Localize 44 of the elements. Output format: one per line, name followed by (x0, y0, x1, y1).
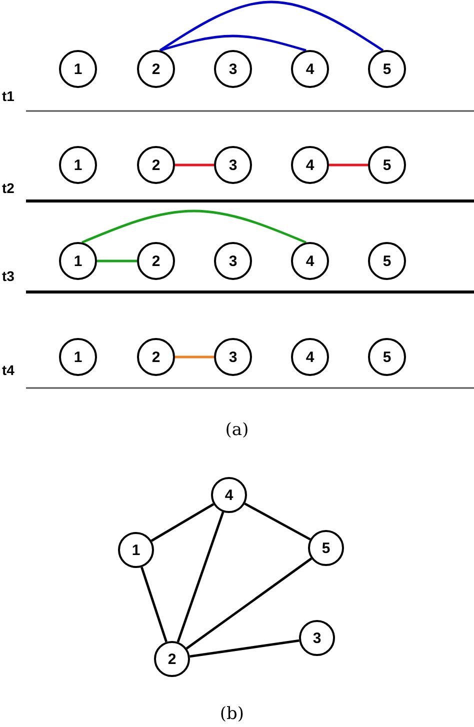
node-circle: 5 (368, 146, 406, 184)
edge-line (175, 356, 214, 358)
time-step-label: t4 (2, 362, 14, 378)
edge-line (159, 0, 384, 52)
node-circle: 2 (137, 50, 175, 88)
time-step-label: t3 (2, 268, 14, 284)
subfigure-caption: (a) (225, 420, 249, 440)
node-circle: 2 (137, 242, 175, 280)
edge-line (186, 558, 312, 650)
node-circle: 1 (59, 338, 97, 376)
edge-line (97, 260, 137, 262)
time-step-label: t2 (2, 180, 14, 196)
edge-line (160, 34, 306, 52)
node-circle: 1 (59, 146, 97, 184)
edge-line (175, 164, 214, 166)
node-circle: 4 (291, 338, 329, 376)
edge-line (82, 210, 306, 244)
node-circle: 5 (368, 338, 406, 376)
node-circle: 5 (368, 50, 406, 88)
edge-line (190, 639, 300, 658)
node-circle: 3 (214, 242, 252, 280)
edge-line (140, 566, 168, 642)
node-circle: 1 (59, 50, 97, 88)
node-circle: 4 (211, 477, 247, 513)
edge-line (329, 164, 368, 166)
node-circle: 3 (299, 620, 335, 656)
edge-line (176, 512, 224, 642)
node-circle: 4 (291, 242, 329, 280)
node-circle: 4 (291, 146, 329, 184)
time-step-label: t1 (2, 88, 14, 104)
node-circle: 2 (154, 641, 190, 677)
edge-line (150, 503, 214, 542)
node-circle: 3 (214, 146, 252, 184)
edge-line (244, 502, 311, 540)
node-circle: 1 (59, 242, 97, 280)
node-circle: 4 (291, 50, 329, 88)
node-circle: 5 (368, 242, 406, 280)
node-circle: 3 (214, 338, 252, 376)
node-circle: 3 (214, 50, 252, 88)
subfigure-caption: (b) (220, 704, 244, 724)
node-circle: 1 (118, 532, 154, 568)
node-circle: 5 (308, 530, 344, 566)
node-circle: 2 (137, 338, 175, 376)
node-circle: 2 (137, 146, 175, 184)
